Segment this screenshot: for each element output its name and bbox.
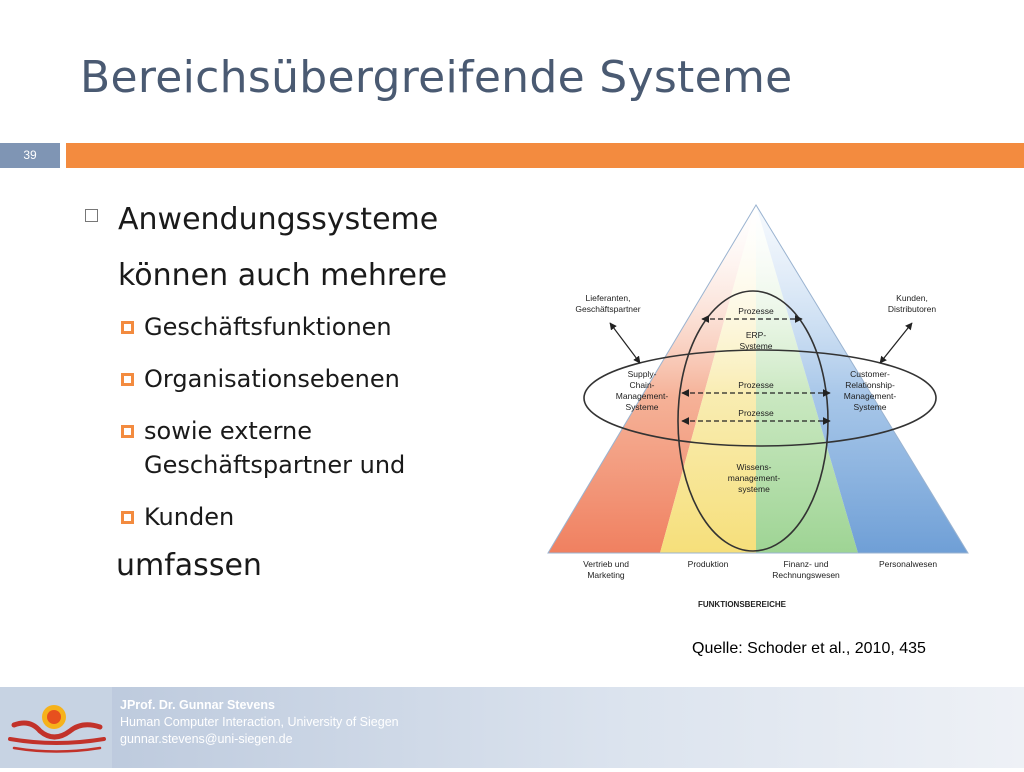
source-citation: Quelle: Schoder et al., 2010, 435 bbox=[692, 640, 926, 657]
footer-text: JProf. Dr. Gunnar Stevens Human Computer… bbox=[120, 697, 399, 748]
segment-produktion bbox=[660, 205, 756, 553]
sub-bullet: Geschäftsfunktionen bbox=[121, 310, 505, 344]
scm-label: Supply-Chain-Management-Systeme bbox=[616, 369, 669, 412]
prozesse-label: Prozesse bbox=[738, 380, 774, 390]
square-bullet-icon bbox=[85, 209, 98, 222]
sub-bullet: sowie externe Geschäftspartner und bbox=[121, 414, 505, 482]
sub-bullet-text: Organisationsebenen bbox=[144, 365, 400, 393]
figure-caption: FUNKTIONSBEREICHE bbox=[698, 600, 787, 609]
integration-ellipse bbox=[583, 349, 937, 447]
sub-bullet-text: Kunden bbox=[144, 503, 235, 531]
crm-label: Customer-Relationship-Management-Systeme bbox=[844, 369, 897, 412]
accent-bar bbox=[66, 143, 1024, 168]
prozesse-label: Prozesse bbox=[738, 306, 774, 316]
orange-square-bullet-icon bbox=[121, 425, 134, 438]
slide-title: Bereichsübergreifende Systeme bbox=[80, 52, 793, 103]
main-bullet: Anwendungssysteme können auch mehrere bbox=[85, 192, 505, 304]
partner-label: Lieferanten,Geschäftspartner bbox=[575, 293, 640, 314]
bullet-list: Anwendungssysteme können auch mehrere Ge… bbox=[85, 192, 505, 583]
wissens-label: Wissens-management-systeme bbox=[728, 462, 781, 494]
footer: JProf. Dr. Gunnar Stevens Human Computer… bbox=[0, 687, 1024, 768]
customer-arrow bbox=[879, 322, 913, 364]
affiliation: Human Computer Interaction, University o… bbox=[120, 715, 399, 729]
presenter-name: JProf. Dr. Gunnar Stevens bbox=[120, 698, 275, 712]
partner-arrow bbox=[609, 322, 641, 364]
customer-label: Kunden,Distributoren bbox=[888, 293, 936, 314]
area-label: Produktion bbox=[688, 559, 729, 569]
sub-bullet-text: Geschäftsfunktionen bbox=[144, 313, 392, 341]
orange-square-bullet-icon bbox=[121, 373, 134, 386]
main-bullet-text: Anwendungssysteme können auch mehrere bbox=[118, 202, 448, 293]
sub-bullet: Kunden bbox=[121, 500, 505, 534]
logo-icon bbox=[8, 705, 106, 753]
prozesse-label: Prozesse bbox=[738, 408, 774, 418]
sub-bullet-list: Geschäftsfunktionen Organisationsebenen … bbox=[121, 310, 505, 534]
slide-number: 39 bbox=[0, 143, 60, 168]
orange-square-bullet-icon bbox=[121, 321, 134, 334]
email: gunnar.stevens@uni-siegen.de bbox=[120, 732, 293, 746]
erp-label: ERP-Systeme bbox=[739, 330, 772, 351]
pyramid-outline bbox=[547, 204, 969, 554]
sub-bullet-text: sowie externe Geschäftspartner und bbox=[144, 417, 406, 479]
pyramid-diagram: Lieferanten,Geschäftspartner Kunden,Dist… bbox=[547, 204, 969, 609]
sub-bullet: Organisationsebenen bbox=[121, 362, 505, 396]
hci-logo bbox=[0, 687, 112, 768]
orange-square-bullet-icon bbox=[121, 511, 134, 524]
area-label: Personalwesen bbox=[879, 559, 937, 569]
closing-text: umfassen bbox=[116, 548, 262, 583]
